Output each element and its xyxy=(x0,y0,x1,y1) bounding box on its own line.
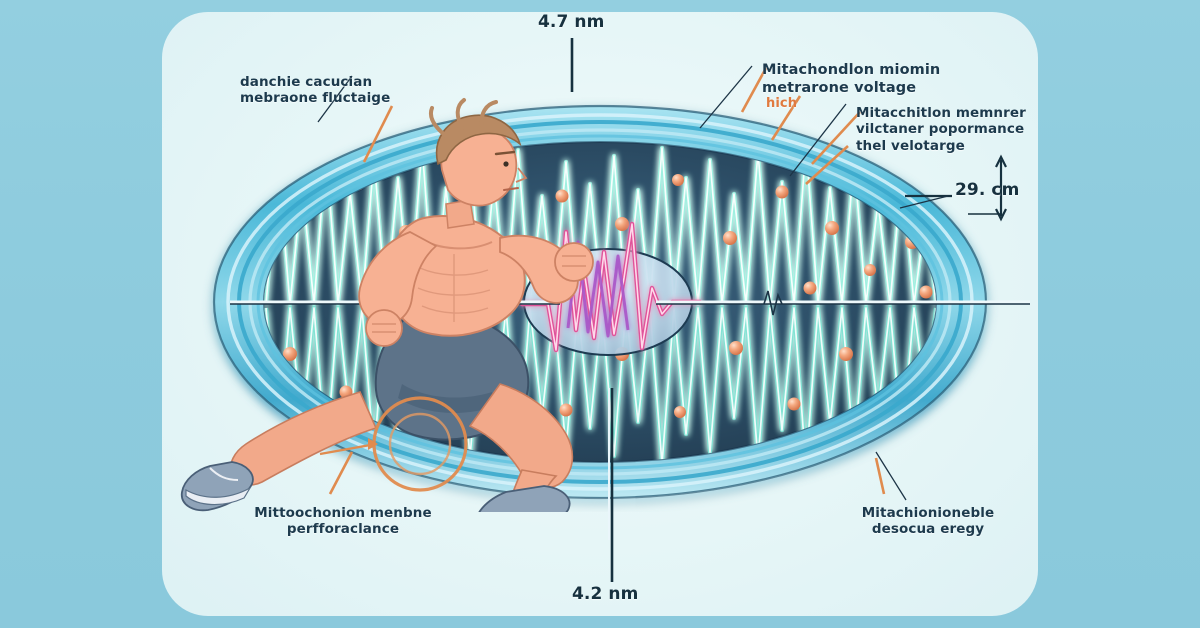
dimension-bottom: 4.2 nm xyxy=(572,584,639,604)
label-bottom-right: Mitachionioneble desocua eregy xyxy=(861,505,995,538)
dimension-right: 29. cm xyxy=(955,180,1020,200)
label-top-right-primary-sub: hich xyxy=(766,96,798,111)
rear-shoe xyxy=(180,461,254,512)
label-top-right-primary: Mitachondlon miomin metrarone voltage xyxy=(762,62,941,96)
label-top-right-secondary: Mitacchitlon memnrer vilctaner popormanc… xyxy=(856,105,1026,154)
mitochondrion-illustration xyxy=(170,92,1030,512)
label-top-left: danchie cacucian mebraone fluctaige xyxy=(240,74,391,107)
dimension-top: 4.7 nm xyxy=(538,12,605,32)
front-shoe xyxy=(478,485,571,512)
runner-figure xyxy=(180,98,594,512)
label-bottom-left: Mittoochonion menbne perfforaclance xyxy=(254,505,432,538)
